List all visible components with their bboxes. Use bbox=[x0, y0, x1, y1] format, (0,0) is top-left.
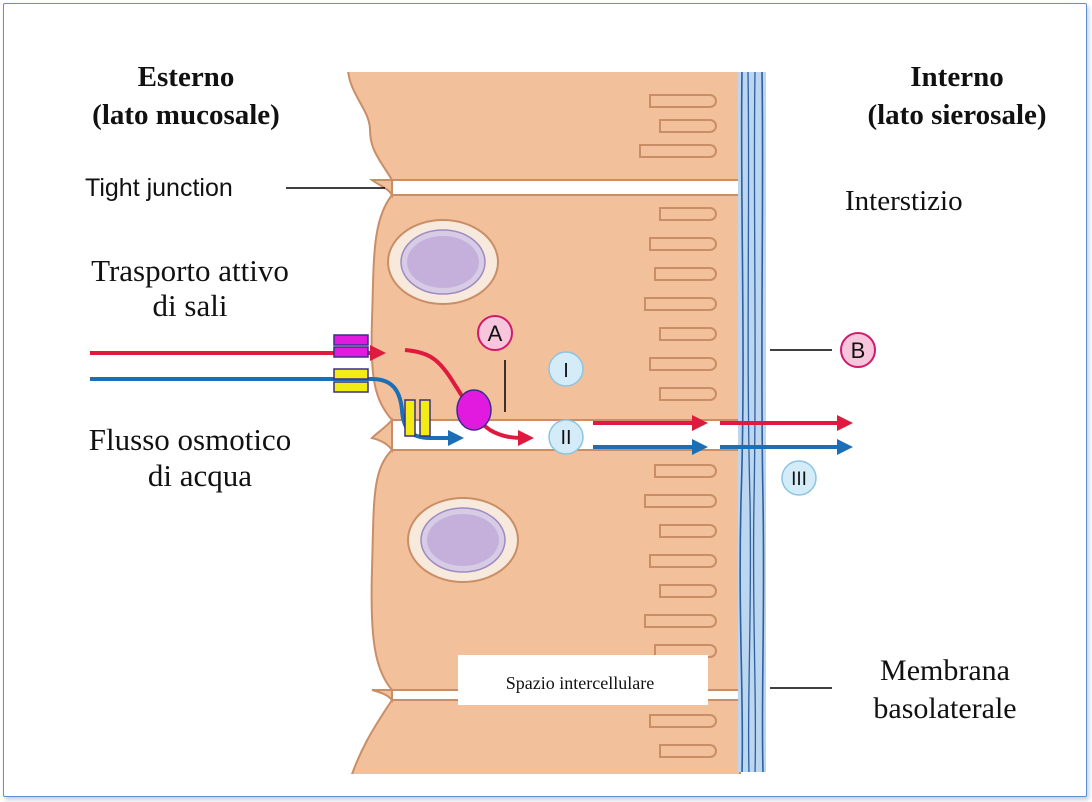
active-transport-line2: di sali bbox=[153, 288, 228, 323]
intercellular-space-label: Spazio intercellulare bbox=[506, 673, 654, 693]
marker-b: B bbox=[841, 333, 875, 367]
marker-ii: II bbox=[549, 420, 583, 454]
osmotic-flow-line2: di acqua bbox=[148, 458, 252, 493]
svg-text:II: II bbox=[560, 427, 571, 449]
osmotic-flow-line1: Flusso osmotico bbox=[89, 422, 291, 457]
marker-i: I bbox=[549, 352, 583, 386]
basolateral-line2: basolaterale bbox=[873, 692, 1016, 725]
interstitium-label: Interstizio bbox=[845, 185, 963, 217]
svg-text:III: III bbox=[791, 469, 807, 490]
basolateral-line1: Membrana bbox=[880, 654, 1010, 687]
nucleus-upper bbox=[388, 220, 498, 304]
cell-bottom bbox=[350, 700, 740, 780]
marker-a: A bbox=[478, 316, 512, 350]
active-transport-line1: Trasporto attivo bbox=[91, 253, 289, 288]
inside-title-line2: (lato sierosale) bbox=[867, 99, 1046, 131]
tight-junction-label: Tight junction bbox=[85, 174, 233, 202]
svg-text:B: B bbox=[851, 338, 866, 363]
outside-title-line1: Esterno bbox=[138, 61, 235, 93]
marker-iii: III bbox=[782, 461, 816, 495]
pump-icon bbox=[457, 390, 491, 430]
svg-text:A: A bbox=[488, 321, 503, 346]
svg-text:I: I bbox=[563, 360, 569, 382]
apical-transporter bbox=[334, 335, 368, 392]
inside-title-line1: Interno bbox=[910, 61, 1003, 93]
outside-title-line2: (lato mucosale) bbox=[92, 99, 280, 131]
nucleus-lower bbox=[408, 498, 518, 582]
